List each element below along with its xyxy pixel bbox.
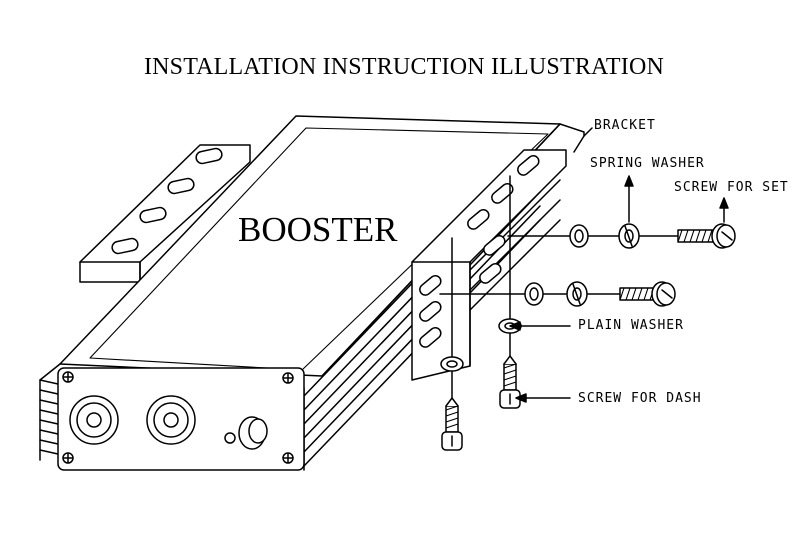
left-bracket <box>79 144 251 283</box>
plain-washer-label: PLAIN WASHER <box>578 318 684 333</box>
spring-washer-label: SPRING WASHER <box>590 156 705 171</box>
lower-hardware <box>524 281 676 307</box>
callout-leaders <box>509 127 729 403</box>
dash-hardware <box>440 318 522 451</box>
booster-label: BOOSTER <box>238 210 398 249</box>
upper-hardware <box>569 223 736 249</box>
right-bracket <box>411 149 567 381</box>
booster-housing <box>39 115 585 471</box>
diagram-title: INSTALLATION INSTRUCTION ILLUSTRATION <box>143 54 665 80</box>
screw-for-set-label: SCREW FOR SET <box>674 180 789 195</box>
bracket-label: BRACKET <box>594 118 656 133</box>
screw-for-dash-label: SCREW FOR DASH <box>578 391 702 406</box>
